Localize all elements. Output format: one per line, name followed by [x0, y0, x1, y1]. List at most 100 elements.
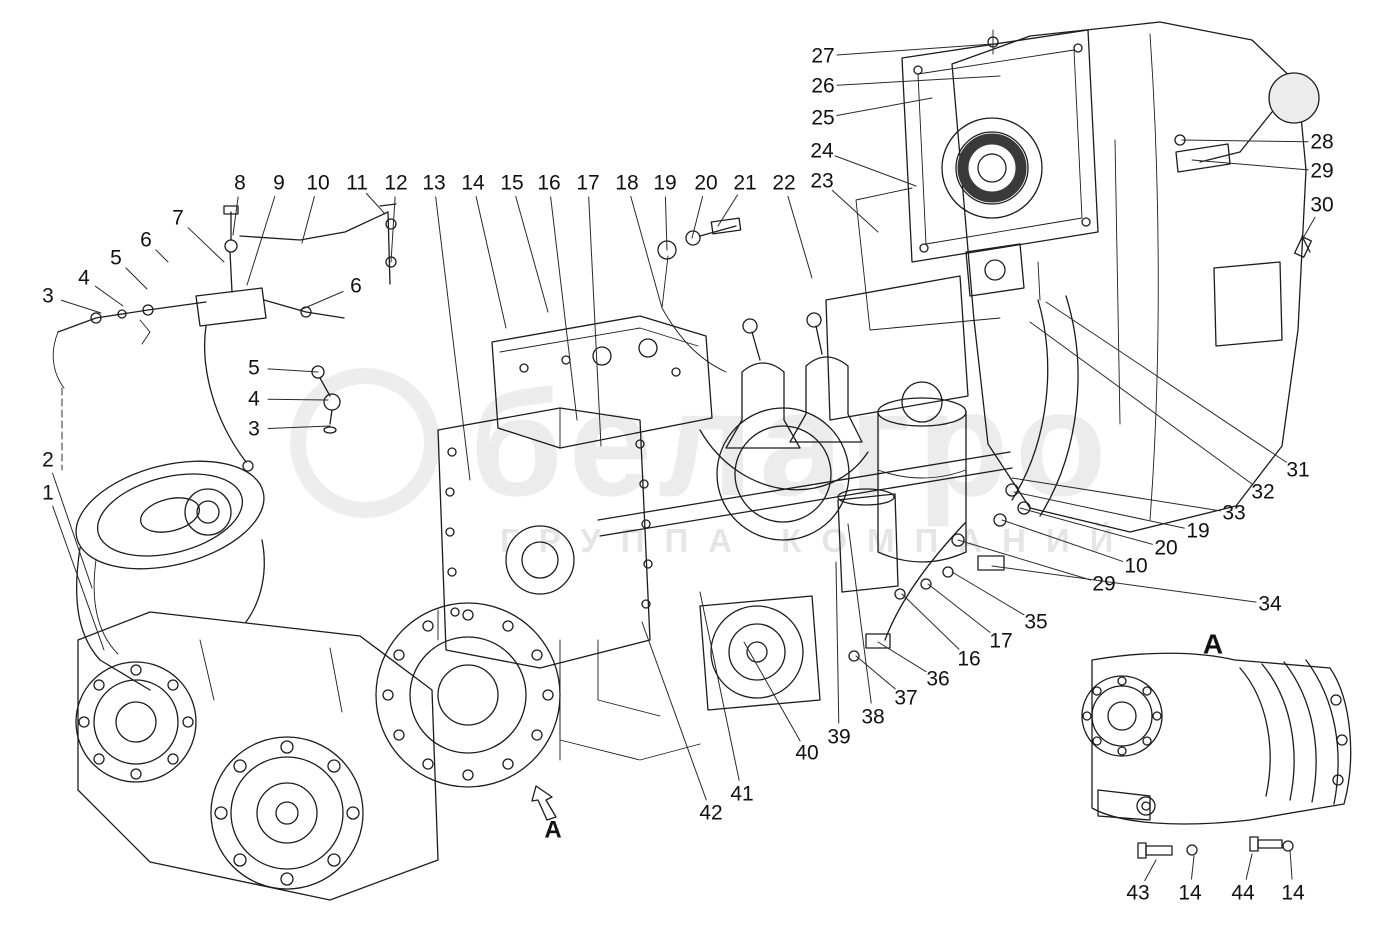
- callout-11-3: 11: [346, 172, 368, 195]
- leader-line-28-20: [1181, 139, 1309, 143]
- leader-line-16-33: [901, 593, 960, 650]
- callout-22-14: 22: [772, 172, 795, 195]
- leader-line-15-7: [515, 195, 549, 313]
- callout-17-32: 17: [989, 630, 1012, 653]
- leader-line-32-24: [1029, 321, 1253, 485]
- callout-42-40: 42: [699, 802, 722, 825]
- callout-9-1: 9: [273, 172, 285, 195]
- callout-32-24: 32: [1251, 481, 1274, 504]
- callout-10-2: 10: [306, 172, 329, 195]
- leader-line-10-2: [301, 196, 315, 244]
- callout-14-53: 14: [1178, 882, 1202, 905]
- leader-line-7-41: [187, 227, 225, 263]
- callout-1-51: 1: [42, 482, 54, 505]
- callout-6-46: 6: [350, 275, 362, 298]
- callout-29-21: 29: [1310, 160, 1333, 183]
- transfer-case: [75, 611, 439, 901]
- view-arrow-label: А: [544, 817, 561, 844]
- callout-40-38: 40: [795, 742, 818, 765]
- callout-24-16: 24: [810, 140, 834, 163]
- leader-line-29-21: [1191, 159, 1309, 171]
- pipes-and-fittings: [52, 203, 397, 472]
- view-arrow: [531, 785, 557, 821]
- callout-16-8: 16: [537, 172, 560, 195]
- callout-33-25: 33: [1222, 502, 1245, 525]
- callout-38-36: 38: [861, 706, 884, 729]
- leader-line-30-22: [1301, 216, 1316, 241]
- callout-3-45: 3: [42, 285, 54, 308]
- leader-line-3-49: [267, 425, 331, 429]
- leader-line-20-27: [1019, 507, 1153, 545]
- leader-line-38-36: [847, 523, 872, 704]
- clutch-drum: [375, 602, 561, 788]
- leader-line-1-51: [52, 505, 105, 651]
- leader-line-9-1: [246, 195, 276, 286]
- callout-39-37: 39: [827, 726, 850, 749]
- callout-37-35: 37: [894, 687, 917, 710]
- callout-31-23: 31: [1286, 459, 1309, 482]
- callout-19-26: 19: [1186, 520, 1209, 543]
- leader-line-34-30: [991, 565, 1257, 603]
- callout-18-10: 18: [615, 172, 638, 195]
- callout-36-34: 36: [926, 668, 949, 691]
- callout-10-28: 10: [1124, 555, 1147, 578]
- filter-canister: [837, 381, 967, 593]
- gearbox-housing: [437, 315, 713, 669]
- callout-16-33: 16: [957, 648, 980, 671]
- leader-line-14-6: [475, 196, 507, 329]
- callout-7-41: 7: [172, 207, 184, 230]
- leader-line-43-52: [1144, 859, 1157, 882]
- leader-line-14-53: [1191, 855, 1195, 880]
- callout-2-50: 2: [42, 449, 54, 472]
- leader-line-20-12: [691, 196, 704, 239]
- leader-line-10-28: [1001, 519, 1124, 562]
- callout-13-5: 13: [422, 172, 445, 195]
- leader-line-19-26: [1013, 491, 1185, 529]
- leader-line-17-9: [588, 196, 602, 447]
- callout-14-6: 14: [461, 172, 485, 195]
- callout-3-49: 3: [248, 418, 260, 441]
- callout-30-22: 30: [1310, 194, 1333, 217]
- leader-line-19-11: [664, 196, 668, 251]
- leader-line-31-23: [1045, 301, 1287, 463]
- callout-27-19: 27: [811, 45, 834, 68]
- callout-21-13: 21: [733, 172, 756, 195]
- callout-8-0: 8: [234, 172, 246, 195]
- leader-line-36-34: [877, 641, 927, 673]
- callout-5-47: 5: [248, 357, 260, 380]
- leader-line-13-5: [435, 196, 471, 481]
- callout-20-12: 20: [694, 172, 717, 195]
- leader-line-27-19: [836, 43, 994, 56]
- hoses: [848, 295, 1079, 662]
- detail-view-title: А: [1203, 629, 1223, 660]
- leader-line-16-8: [550, 196, 578, 421]
- callout-4-44: 4: [78, 267, 90, 290]
- leader-line-39-37: [835, 561, 840, 724]
- callout-6-42: 6: [140, 229, 152, 252]
- callout-19-11: 19: [653, 172, 676, 195]
- leader-line-25-17: [836, 97, 933, 116]
- leader-line-41-39: [699, 591, 740, 781]
- mounting-frame: [559, 187, 1013, 761]
- governor-assembly: [657, 217, 869, 541]
- hydraulic-pump: [699, 595, 821, 711]
- callout-34-30: 34: [1258, 593, 1282, 616]
- callout-5-43: 5: [110, 247, 122, 270]
- callout-29-29: 29: [1092, 573, 1115, 596]
- callout-43-52: 43: [1126, 882, 1149, 905]
- leader-line-4-44: [94, 285, 124, 307]
- leader-line-33-25: [1011, 477, 1221, 512]
- callout-20-27: 20: [1154, 537, 1177, 560]
- leader-line-5-47: [267, 368, 319, 373]
- leader-line-14-55: [1289, 849, 1293, 880]
- leader-line-42-40: [641, 621, 707, 801]
- leader-line-23-15: [831, 189, 879, 233]
- callout-25-17: 25: [811, 107, 834, 130]
- leader-line-22-14: [787, 195, 813, 279]
- leader-line-6-46: [299, 291, 344, 311]
- leader-line-6-42: [155, 249, 169, 263]
- leader-lines: [52, 43, 1316, 882]
- leader-line-2-50: [52, 472, 93, 589]
